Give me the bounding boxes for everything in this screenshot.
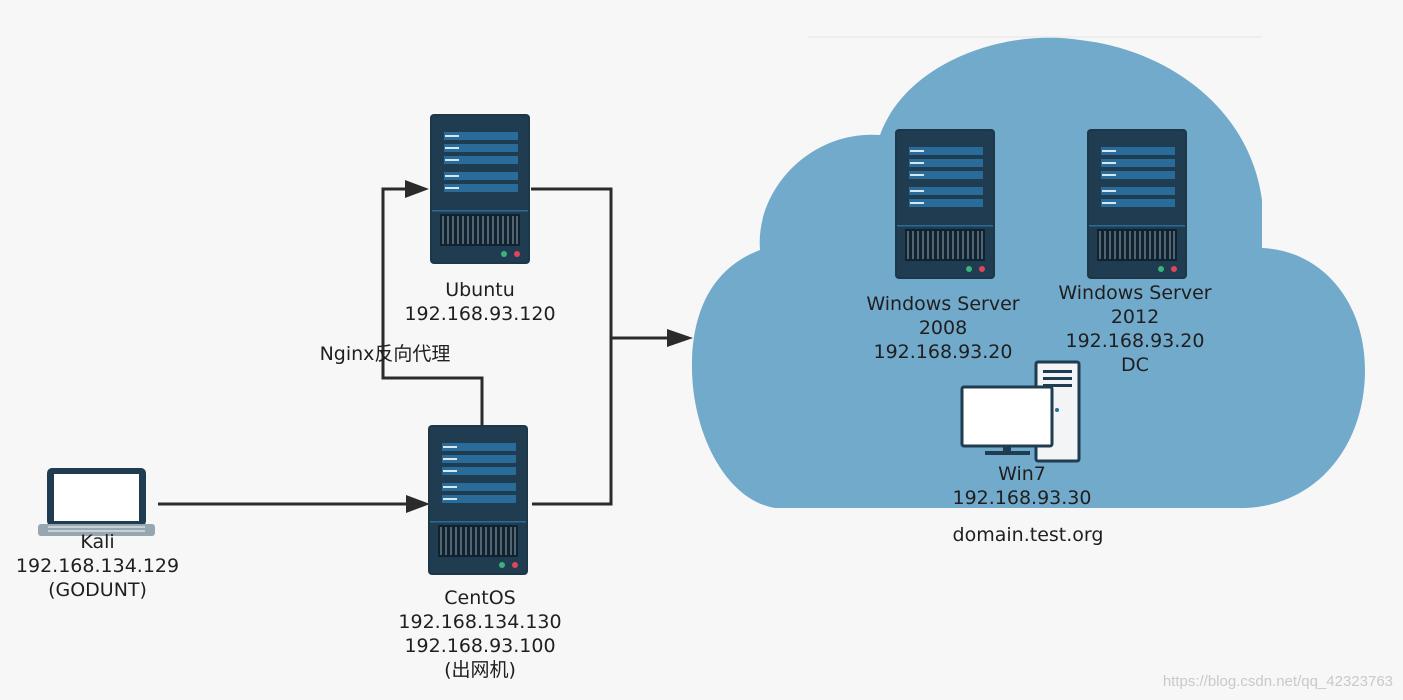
ubuntu-to-cloud-line <box>531 187 613 506</box>
ubuntu-ip: 192.168.93.120 <box>404 303 556 325</box>
windows-server-2012-icon <box>1086 128 1188 280</box>
ws2008-label: Windows Server 2008 192.168.93.20 <box>843 292 1043 364</box>
ws2012-name: Windows Server <box>1058 282 1212 304</box>
ws2012-role: DC <box>1121 354 1149 376</box>
ws2008-version: 2008 <box>918 317 968 339</box>
ubuntu-name: Ubuntu <box>445 279 515 301</box>
win7-name: Win7 <box>998 463 1046 485</box>
ws2012-version: 2012 <box>1110 306 1160 328</box>
kali-label: Kali 192.168.134.129 (GODUNT) <box>0 530 195 602</box>
win7-ip: 192.168.93.30 <box>952 487 1092 509</box>
win7-label: Win7 192.168.93.30 <box>922 462 1122 510</box>
ws2012-label: Windows Server 2012 192.168.93.20 DC <box>1035 281 1235 377</box>
nginx-proxy-label: Nginx反向代理 <box>300 342 470 366</box>
kali-laptop-icon <box>38 468 155 536</box>
ws2008-ip: 192.168.93.20 <box>873 341 1013 363</box>
kali-name: Kali <box>80 531 115 553</box>
ubuntu-server-icon <box>429 113 531 265</box>
kali-ip: 192.168.134.129 <box>15 555 180 577</box>
arrow-to-cloud <box>667 329 693 347</box>
centos-ip1: 192.168.134.130 <box>398 611 562 633</box>
centos-name: CentOS <box>444 587 516 609</box>
cloud-shape <box>691 37 1365 508</box>
arrowheads <box>405 180 693 513</box>
arrow-to-centos <box>406 495 430 513</box>
centos-to-ubuntu-proxy-line <box>381 187 484 428</box>
arrow-to-ubuntu <box>405 180 429 198</box>
ws2012-ip: 192.168.93.20 <box>1065 330 1205 352</box>
win7-desktop-icon <box>960 360 1081 463</box>
domain-text: domain.test.org <box>952 524 1104 546</box>
nginx-proxy-text: Nginx反向代理 <box>319 343 451 365</box>
kali-note: (GODUNT) <box>48 579 147 601</box>
centos-server-icon <box>427 424 529 576</box>
watermark: https://blog.csdn.net/qq_42323763 <box>1162 673 1393 690</box>
centos-note: (出网机) <box>444 659 516 681</box>
centos-ip2: 192.168.93.100 <box>404 635 556 657</box>
ubuntu-label: Ubuntu 192.168.93.120 <box>380 278 580 326</box>
centos-label: CentOS 192.168.134.130 192.168.93.100 (出… <box>380 586 580 682</box>
windows-server-2008-icon <box>894 128 996 280</box>
domain-label: domain.test.org <box>928 523 1128 547</box>
ws2008-name: Windows Server <box>866 293 1020 315</box>
connection-lines <box>158 187 672 506</box>
